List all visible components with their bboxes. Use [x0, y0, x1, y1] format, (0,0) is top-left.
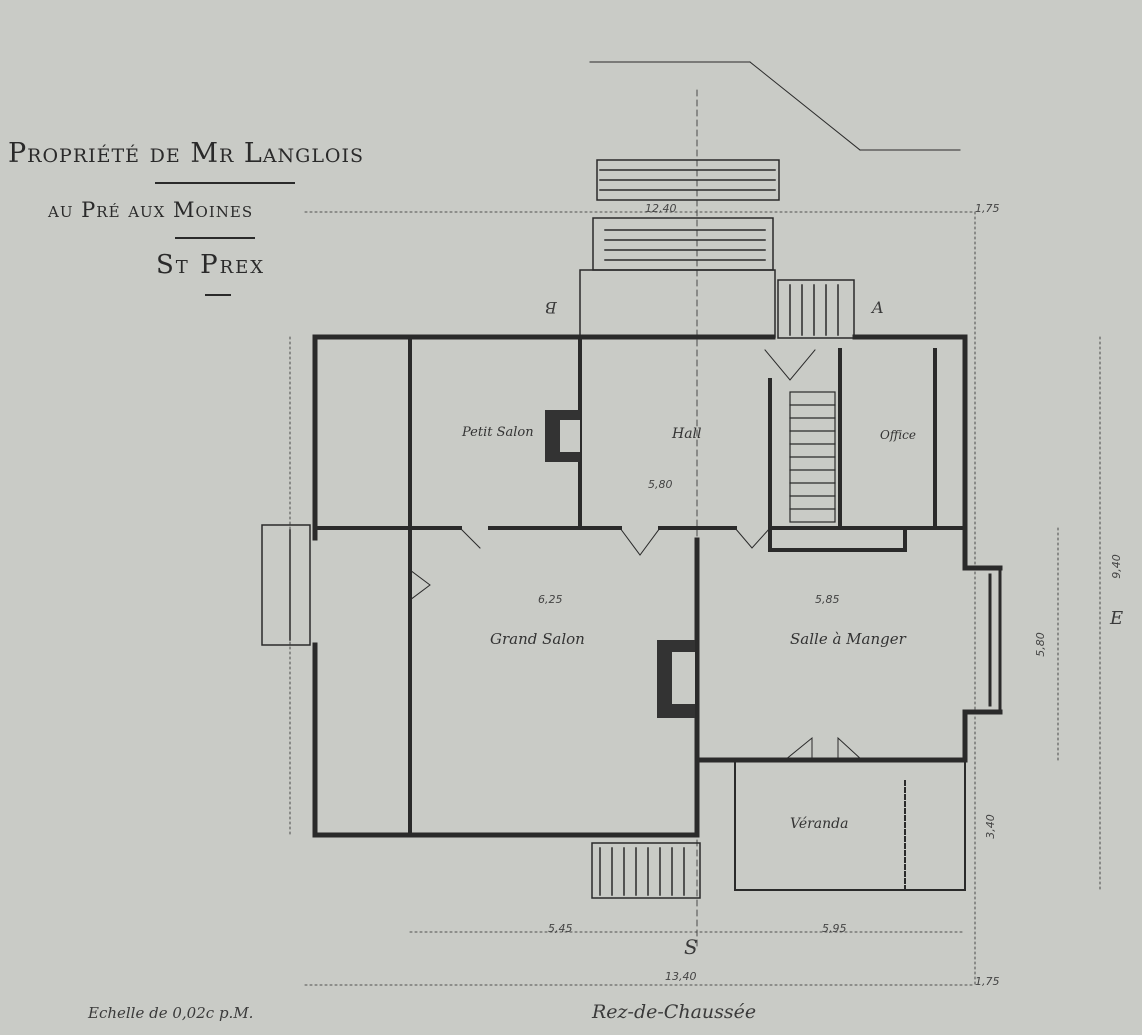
dim-bottom-right-small: 1,75 — [975, 975, 1000, 988]
title-location: au Pré aux Moines — [48, 198, 254, 222]
title-underline-1 — [155, 182, 295, 184]
section-mark-e: E — [1110, 608, 1124, 629]
slope-hatching — [589, 61, 961, 151]
title-underline-3 — [205, 294, 231, 296]
dim-veranda-height: 3,40 — [983, 814, 997, 839]
room-veranda: Véranda — [790, 816, 849, 832]
title-town: St Prex — [156, 250, 266, 280]
outer-walls — [312, 334, 1003, 838]
dim-hall-width: 5,80 — [648, 478, 673, 491]
left-terrace — [261, 524, 311, 646]
dim-salle-height: 5,80 — [1033, 632, 1047, 657]
dim-top-right-small: 1,75 — [975, 202, 1000, 215]
bay-window — [988, 566, 1002, 714]
title-owner: Propriété de Mr Langlois — [8, 138, 365, 169]
entrance-steps — [579, 159, 780, 338]
room-office: Office — [880, 428, 916, 442]
inner-walls — [313, 335, 967, 837]
scale-note: Echelle de 0,02c p.M. — [88, 1004, 254, 1022]
room-petit-salon: Petit Salon — [462, 425, 534, 440]
section-mark-b: B — [545, 298, 557, 317]
door-swings — [409, 349, 863, 761]
dim-top-overall: 12,40 — [645, 202, 677, 215]
floor-label: Rez-de-Chaussée — [592, 1001, 757, 1023]
fireplace-openings — [560, 420, 695, 704]
dim-right-height: 9,40 — [1109, 554, 1123, 579]
dim-bottom-left: 5,45 — [548, 922, 573, 935]
cellar-stair — [777, 279, 855, 339]
room-hall: Hall — [672, 426, 702, 442]
room-grand-salon: Grand Salon — [490, 630, 585, 648]
dim-bottom-overall: 13,40 — [665, 970, 697, 983]
dim-salle-width: 5,85 — [815, 593, 840, 606]
dim-grand-salon-width: 6,25 — [538, 593, 563, 606]
title-underline-2 — [175, 237, 255, 239]
dim-bottom-right: 5,95 — [822, 922, 847, 935]
room-salle-a-manger: Salle à Manger — [790, 630, 906, 648]
main-staircase — [789, 391, 836, 523]
garden-steps — [591, 842, 701, 899]
section-mark-s: S — [684, 935, 698, 959]
dimension-lines — [289, 211, 1101, 986]
section-mark-a: A — [872, 298, 884, 317]
veranda-outline — [734, 759, 966, 891]
